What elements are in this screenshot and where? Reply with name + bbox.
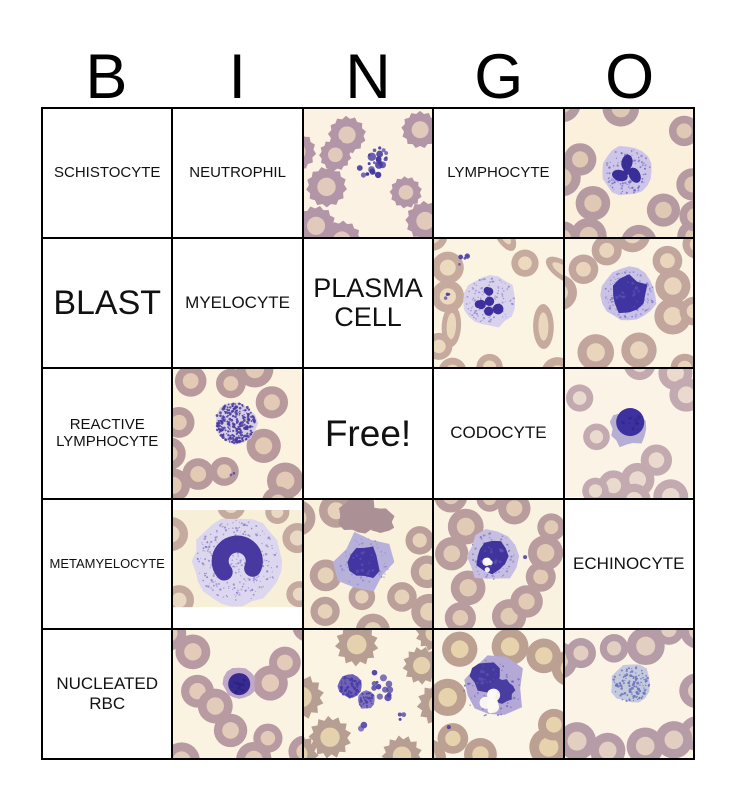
angular-monocyte-image bbox=[303, 499, 433, 628]
vacuolated-monocyte-image bbox=[434, 499, 563, 628]
title-letter-i: I bbox=[228, 42, 246, 112]
cell-image-small-lymphocyte[interactable] bbox=[563, 368, 694, 499]
cell-schistocyte[interactable]: SCHISTOCYTE bbox=[42, 108, 173, 239]
stippled-cell-image bbox=[173, 369, 302, 498]
cell-image-neutrophil-ovalocytes[interactable] bbox=[433, 238, 564, 369]
cell-image-stippled-cell[interactable] bbox=[172, 368, 303, 499]
cell-plasma-cell[interactable]: PLASMA CELL bbox=[302, 238, 434, 369]
segmented-neutrophil-image bbox=[564, 109, 693, 238]
cell-label: NUCLEATED RBC bbox=[56, 673, 159, 713]
cell-label: ECHINOCYTE bbox=[573, 553, 685, 573]
smudge-cell-image bbox=[564, 629, 693, 758]
cell-nucleated-rbc[interactable]: NUCLEATED RBC bbox=[42, 628, 173, 759]
platelet-clump-echinocytes-image bbox=[303, 109, 433, 238]
cell-label: REACTIVE LYMPHOCYTE bbox=[56, 415, 159, 451]
cell-label: NEUTROPHIL bbox=[189, 164, 286, 182]
cell-label: SCHISTOCYTE bbox=[53, 164, 161, 182]
cell-neutrophil[interactable]: NEUTROPHIL bbox=[172, 108, 303, 239]
cell-metamyelocyte[interactable]: METAMYELOCYTE bbox=[42, 498, 173, 629]
title-letter-n: N bbox=[345, 42, 391, 112]
cell-image-neutrophil[interactable] bbox=[563, 108, 694, 239]
title-letter-b: B bbox=[85, 42, 128, 112]
cell-codocyte[interactable]: CODOCYTE bbox=[433, 368, 564, 499]
title-letter-o: O bbox=[605, 42, 655, 112]
cell-image-vacuolated-monocyte[interactable] bbox=[433, 498, 564, 629]
platelet-cluster-echinocytes-image bbox=[303, 629, 433, 758]
cell-image-nucleated-rbc[interactable] bbox=[172, 628, 303, 759]
nucleated-rbc-image bbox=[173, 629, 302, 758]
large-lymphocyte-image bbox=[564, 239, 693, 368]
cell-label: CODOCYTE bbox=[450, 423, 547, 443]
bingo-board: SCHISTOCYTE NEUTROPHIL LYMPHOCYTE BLAST … bbox=[41, 107, 695, 760]
cell-lymphocyte[interactable]: LYMPHOCYTE bbox=[433, 108, 564, 239]
bingo-title: B I N G O bbox=[41, 46, 695, 110]
cell-image-platelet-cluster[interactable] bbox=[302, 628, 434, 759]
cell-image-smudge-cell[interactable] bbox=[563, 628, 694, 759]
metamyelocyte-closeup-image bbox=[173, 499, 302, 628]
megakaryocyte-fragment-image bbox=[434, 629, 563, 758]
cell-label: MYELOCYTE bbox=[185, 293, 291, 313]
cell-image-large-lymphocyte[interactable] bbox=[563, 238, 694, 369]
cell-reactive-lymphocyte[interactable]: REACTIVE LYMPHOCYTE bbox=[42, 368, 173, 499]
free-label: Free! bbox=[324, 412, 412, 454]
cell-free-space[interactable]: Free! bbox=[302, 368, 434, 499]
cell-image-angular-monocyte[interactable] bbox=[302, 498, 434, 629]
cell-label: PLASMA CELL bbox=[313, 272, 423, 333]
cell-image-platelet-clump[interactable] bbox=[302, 108, 434, 239]
cell-label: LYMPHOCYTE bbox=[447, 164, 550, 182]
cell-image-metamyelocyte[interactable] bbox=[172, 498, 303, 629]
small-lymphocyte-image bbox=[564, 369, 693, 498]
cell-image-megakaryocyte[interactable] bbox=[433, 628, 564, 759]
title-letter-g: G bbox=[474, 42, 524, 112]
cell-blast[interactable]: BLAST bbox=[42, 238, 173, 369]
neutrophil-ovalocytes-image bbox=[434, 239, 563, 368]
cell-label: METAMYELOCYTE bbox=[49, 556, 165, 572]
cell-label: BLAST bbox=[53, 284, 162, 323]
cell-myelocyte[interactable]: MYELOCYTE bbox=[172, 238, 303, 369]
cell-echinocyte[interactable]: ECHINOCYTE bbox=[563, 498, 694, 629]
